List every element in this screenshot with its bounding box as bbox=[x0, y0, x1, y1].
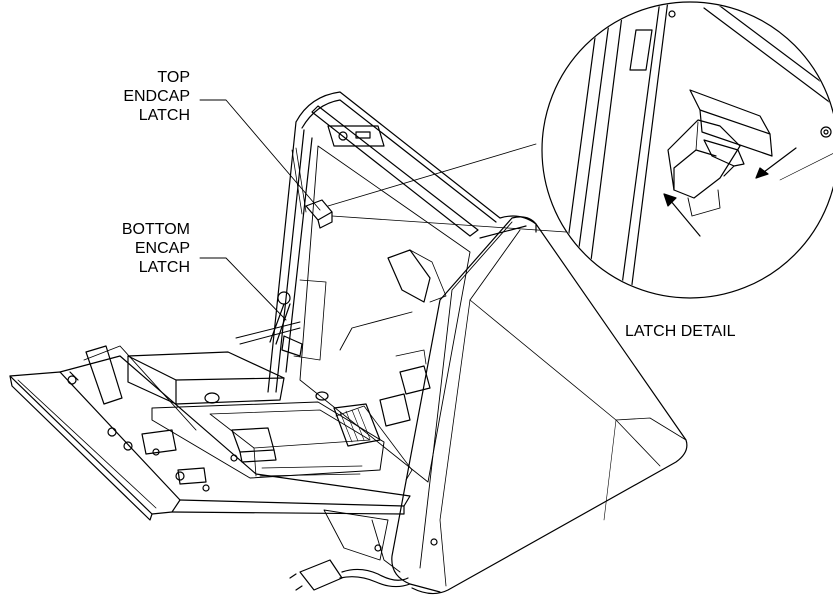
latch-detail-label: LATCH DETAIL bbox=[625, 323, 736, 340]
callout-leaders bbox=[199, 99, 321, 321]
top-endcap-latch-line-3: LATCH bbox=[138, 107, 190, 124]
bottom-encap-latch-label: BOTTOM ENCAP LATCH bbox=[80, 220, 190, 277]
bottom-encap-latch-part bbox=[269, 279, 327, 361]
bottom-encap-latch-line-3: LATCH bbox=[138, 259, 190, 276]
bottom-encap-latch-line-1: BOTTOM bbox=[121, 221, 190, 238]
top-endcap-latch-part bbox=[291, 147, 333, 229]
internal-cable bbox=[235, 311, 413, 351]
top-endcap-latch-label: TOP ENDCAP LATCH bbox=[120, 68, 190, 125]
top-endcap-latch-line-1: TOP bbox=[157, 69, 190, 86]
power-cable-plug bbox=[289, 509, 411, 591]
electronics-tray bbox=[9, 345, 431, 521]
terminal-housing bbox=[267, 91, 688, 595]
bottom-encap-leader bbox=[199, 257, 287, 321]
top-endcap-leader bbox=[199, 99, 321, 211]
bottom-encap-latch-line-2: ENCAP bbox=[134, 240, 190, 257]
top-endcap-latch-line-2: ENDCAP bbox=[123, 88, 190, 105]
internal-bracket bbox=[387, 249, 447, 303]
